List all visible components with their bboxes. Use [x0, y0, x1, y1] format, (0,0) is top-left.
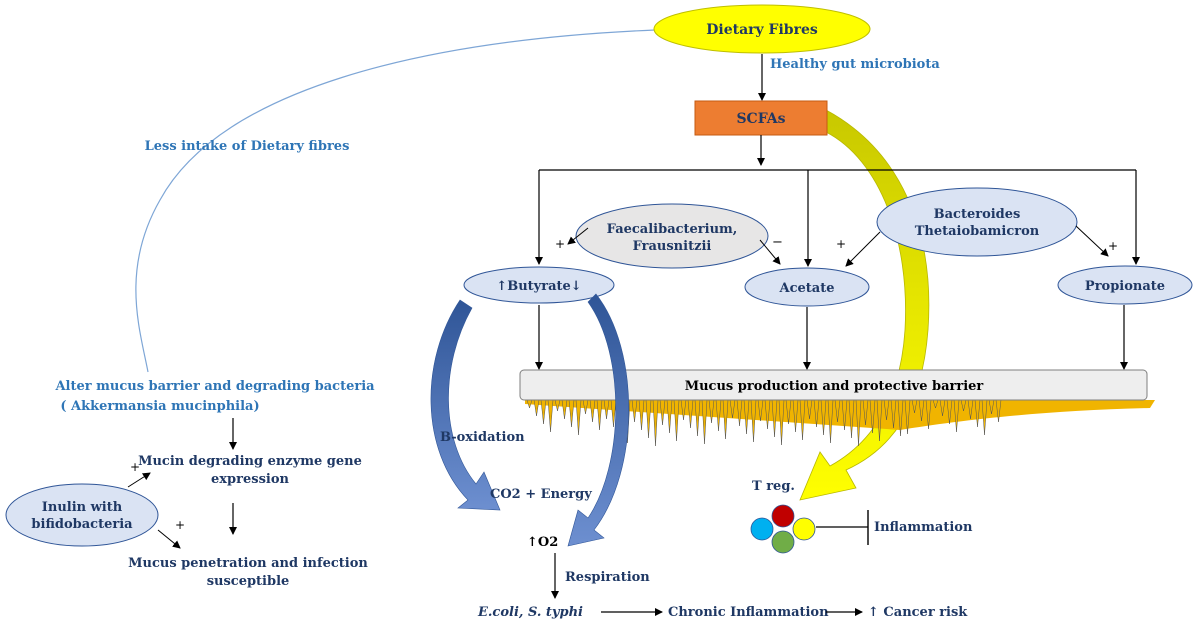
faecali-to-acetate-arrow	[759, 239, 781, 265]
o2-arrow	[567, 293, 629, 547]
treg-cells	[750, 504, 816, 554]
dietary-fibres-node	[653, 4, 871, 54]
villus	[701, 399, 708, 445]
inulin-plus-mucin: +	[130, 460, 140, 474]
treg-cell-green	[771, 530, 795, 554]
inulin-node	[5, 483, 159, 547]
faecalibacterium-label-line1: Faecalibacterium,	[607, 222, 738, 237]
inulin-plus-penetration: +	[175, 518, 185, 532]
villus	[575, 399, 582, 436]
bacteroides-plus-propionate: +	[1108, 239, 1118, 253]
bacteroides-node	[876, 187, 1078, 257]
villus	[596, 399, 603, 431]
faecalibacterium-label-line2: Frausnitzii	[633, 239, 712, 254]
villus	[652, 399, 659, 447]
b-oxidation-arrow	[430, 299, 501, 511]
villus	[540, 399, 547, 425]
inulin-to-mucin-arrow	[127, 472, 151, 488]
alter-mucus-label-line2: ( Akkermansia mucinphila)	[60, 399, 259, 414]
inulin-to-penetration-arrow	[157, 529, 181, 549]
bacteroides-label-line1: Bacteroides	[934, 207, 1021, 222]
villus	[778, 399, 785, 446]
faecali-plus-sign: +	[555, 237, 565, 251]
villus	[666, 399, 673, 434]
scfas-node	[694, 100, 828, 136]
acetate-label: Acetate	[779, 281, 835, 296]
mucus-penetration-label-line1: Mucus penetration and infection	[128, 556, 368, 571]
propionate-label: Propionate	[1085, 279, 1165, 294]
treg-cell-yellow	[792, 517, 816, 541]
bacteroides-label-line2: Thetaiobamicron	[915, 224, 1040, 239]
inulin-label-line1: Inulin with	[42, 500, 123, 515]
intestinal-villi	[525, 399, 1155, 447]
mucin-enzyme-label-line2: expression	[211, 472, 289, 487]
mucus-barrier-label: Mucus production and protective barrier	[685, 379, 984, 394]
mucus-barrier-bar	[519, 369, 1148, 401]
mucus-penetration-label-line2: susceptible	[207, 574, 290, 589]
scfas-label: SCFAs	[736, 111, 785, 127]
respiration-label: Respiration	[565, 570, 650, 585]
inulin-label-line2: bifidobacteria	[31, 517, 133, 532]
treg-label: T reg.	[752, 479, 795, 494]
bacteroides-to-acetate-arrow	[845, 231, 881, 267]
villus	[645, 399, 652, 439]
faecali-to-butyrate-arrow	[567, 227, 589, 245]
mucin-enzyme-label-line1: Mucin degrading enzyme gene	[138, 454, 362, 469]
treg-cell-red	[771, 504, 795, 528]
dietary-fibres-label: Dietary Fibres	[706, 22, 818, 38]
villus	[750, 399, 757, 443]
faecalibacterium-node	[575, 203, 769, 269]
villus	[547, 399, 554, 433]
villus	[722, 399, 729, 440]
villus	[638, 399, 645, 431]
propionate-node	[1057, 265, 1193, 305]
villus	[673, 399, 680, 442]
co2-energy-label: CO2 + Energy	[490, 487, 592, 502]
acetate-node	[744, 267, 870, 307]
less-intake-curve	[135, 29, 656, 373]
bacteroides-to-propionate-arrow	[1075, 225, 1109, 257]
faecali-minus-sign: −	[772, 235, 783, 250]
healthy-gut-label: Healthy gut microbiota	[770, 57, 940, 72]
o2-label: ↑O2	[527, 535, 558, 550]
b-oxidation-label: B-oxidation	[440, 430, 525, 445]
villus	[533, 399, 540, 417]
butyrate-label: ↑Butyrate↓	[496, 279, 581, 294]
butyrate-node	[463, 266, 615, 304]
ecoli-label: E.coli, S. typhi	[477, 605, 583, 620]
chronic-inflammation-label: Chronic Inflammation	[668, 605, 829, 620]
inflammation-label: Inflammation	[874, 520, 973, 535]
villus	[568, 399, 575, 428]
villus	[694, 399, 701, 437]
alter-mucus-label-line1: Alter mucus barrier and degrading bacter…	[54, 379, 375, 394]
villus	[589, 399, 596, 423]
cancer-risk-label: ↑ Cancer risk	[868, 605, 968, 620]
treg-cell-blue	[750, 517, 774, 541]
less-intake-label: Less intake of Dietary fibres	[145, 139, 350, 154]
villus	[561, 399, 568, 420]
bacteroides-plus-acetate: +	[836, 237, 846, 251]
